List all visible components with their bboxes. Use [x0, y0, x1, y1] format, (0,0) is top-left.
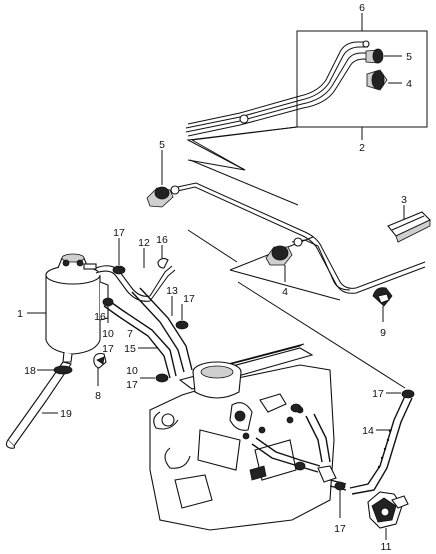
callout-14: 14 [362, 425, 374, 437]
main-pipe-run [170, 159, 426, 301]
callout-17-mid: 17 [183, 293, 195, 305]
callout-7: 7 [127, 328, 133, 340]
callout-2: 2 [359, 142, 365, 154]
check-valve-icon [265, 245, 293, 282]
callout-17-lower: 17 [126, 379, 138, 391]
callout-16-top: 16 [156, 234, 168, 246]
callout-12: 12 [138, 237, 150, 249]
hose-clamp-icon [157, 245, 169, 269]
check-valve-icon [146, 150, 174, 208]
pipe-clamp-icon [239, 114, 249, 124]
callout-17-top: 17 [113, 227, 125, 239]
hose-icon [349, 389, 415, 495]
charcoal-canister-icon [27, 253, 109, 363]
hose-clamp-icon [102, 238, 189, 383]
hose-clamp-icon [37, 365, 73, 375]
callout-4-inset: 4 [406, 78, 412, 90]
check-valve-icon [365, 48, 402, 91]
pipe-bundle-upper [185, 40, 370, 137]
callout-15: 15 [124, 343, 136, 355]
callout-4: 4 [282, 286, 288, 298]
callout-19: 19 [60, 408, 72, 420]
callout-3: 3 [401, 194, 407, 206]
callout-10-upper: 10 [102, 328, 114, 340]
hose-icon [5, 361, 72, 449]
callout-8: 8 [95, 390, 101, 402]
callout-17-bottom: 17 [334, 523, 346, 535]
callout-11: 11 [381, 541, 392, 553]
callout-16: 16 [94, 311, 106, 323]
callout-5-inset: 5 [406, 51, 412, 63]
callout-17-right: 17 [372, 388, 384, 400]
hose-icon [95, 265, 193, 379]
engine-block-icon [149, 343, 335, 531]
check-valve-icon [367, 491, 409, 540]
callout-10-lower: 10 [126, 365, 138, 377]
hose-clamp-icon [93, 352, 107, 386]
callout-17-left: 17 [102, 343, 114, 355]
callout-13: 13 [166, 285, 178, 297]
callout-6: 6 [359, 2, 365, 14]
callout-5: 5 [159, 139, 165, 151]
callout-18: 18 [24, 365, 36, 377]
hose-icon [251, 403, 347, 518]
reference-line [237, 281, 406, 389]
callout-9: 9 [380, 327, 386, 339]
inset-box [186, 13, 428, 171]
pipe-cushion-icon [387, 205, 431, 243]
callout-1: 1 [17, 308, 23, 320]
hose-clamp-icon [372, 287, 393, 322]
